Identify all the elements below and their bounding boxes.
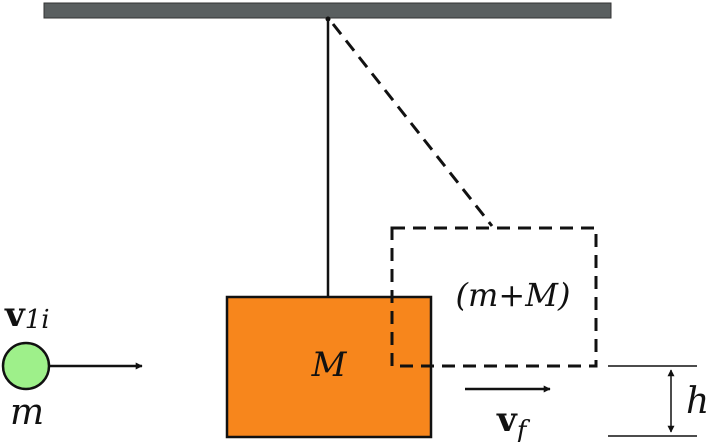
final-velocity-label: vf	[496, 400, 531, 442]
final-velocity-sub: f	[515, 416, 531, 442]
swung-block-dashed	[390, 226, 598, 368]
final-velocity-main: v	[496, 400, 518, 440]
bullet-velocity-main: v	[4, 295, 26, 335]
block-mass-label: M	[311, 345, 348, 385]
bullet-velocity-sub: 1i	[25, 305, 50, 335]
bullet-ball	[1, 341, 51, 391]
bullet-mass-label: m	[10, 392, 44, 433]
swung-string-dashed	[331, 23, 494, 227]
ceiling-beam	[43, 2, 612, 19]
block-M	[225, 295, 433, 439]
combined-mass-label: (m+M)	[456, 276, 571, 314]
bullet-velocity-label: v1i	[4, 295, 50, 335]
height-label: h	[686, 381, 709, 422]
